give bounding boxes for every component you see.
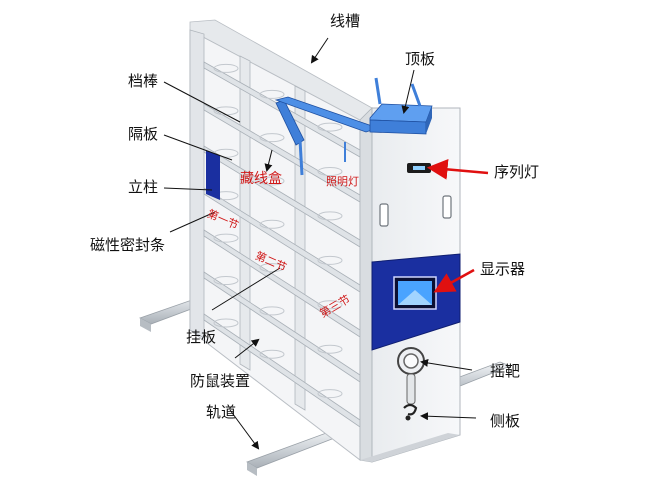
label-xuliedeng: 序列灯 (494, 165, 539, 180)
label-ceban: 侧板 (490, 414, 520, 429)
top-junction-box (370, 78, 432, 134)
handle-slot-left (380, 204, 388, 226)
label-dangbang: 档棒 (128, 74, 158, 89)
label-yaoba: 摇靶 (490, 364, 520, 379)
handle-slot-right (443, 196, 451, 218)
label-cixing: 磁性密封条 (90, 238, 165, 253)
label-guidao: 轨道 (206, 405, 236, 420)
label-xiancao: 线槽 (330, 14, 360, 29)
label-fangshu: 防鼠装置 (190, 374, 250, 389)
label-lizhu: 立柱 (128, 180, 158, 195)
arrow-xiancao (312, 38, 328, 62)
label-dingban: 顶板 (405, 52, 435, 67)
label-zhaomingdeng: 照明灯 (326, 176, 359, 187)
label-geban: 隔板 (128, 127, 158, 142)
label-xianshiqi: 显示器 (480, 262, 525, 277)
label-cangxianhe: 藏线盒 (240, 172, 282, 186)
label-guaban: 挂板 (186, 330, 216, 345)
